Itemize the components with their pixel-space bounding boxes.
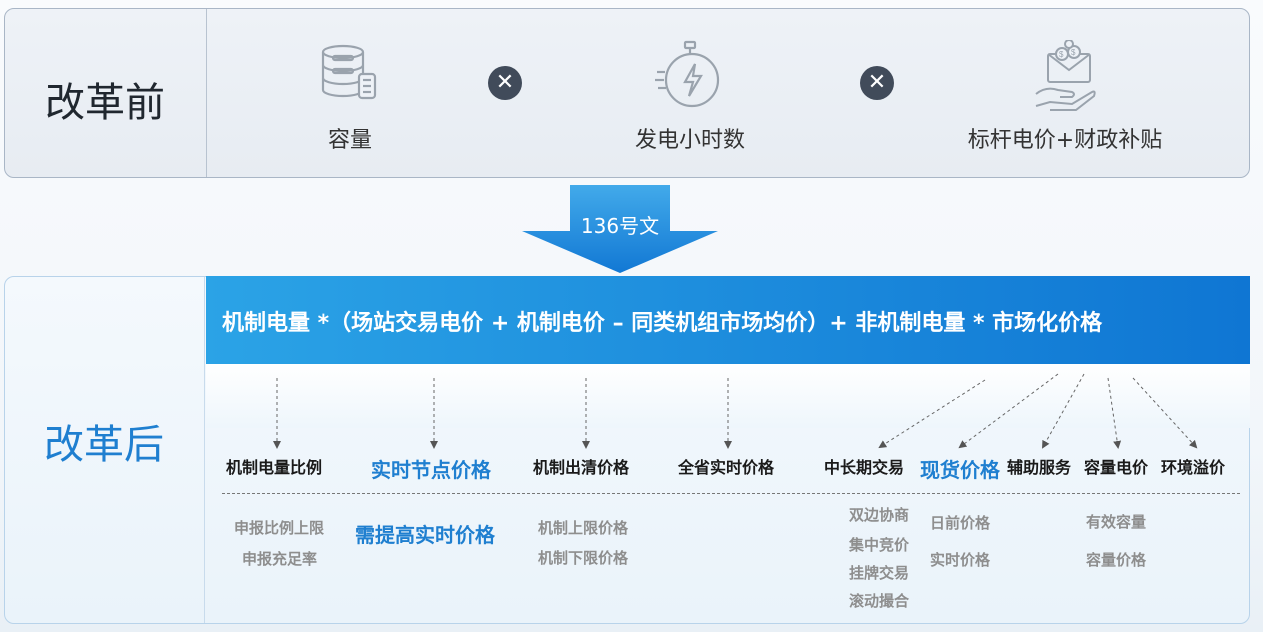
multiply-icon: ✕ xyxy=(488,66,522,100)
sub-item: 实时价格 xyxy=(930,551,991,569)
component-spot-price: 现货价格 xyxy=(920,458,1000,482)
formula-text: 机制电量 *（场站交易电价 + 机制电价 – 同类机组市场均价）+ 非机制电量 … xyxy=(222,311,1103,336)
dashed-separator xyxy=(222,493,1240,494)
factor-generation-hours-label: 发电小时数 xyxy=(634,128,745,153)
sub-item: 申报比例上限 xyxy=(234,519,325,537)
sub-item: 有效容量 xyxy=(1086,513,1147,531)
component-environmental-premium: 环境溢价 xyxy=(1161,458,1226,477)
money-hand-icon: $ $ xyxy=(1032,39,1102,111)
policy-document-label: 136号文 xyxy=(580,214,660,238)
before-reform-label: 改革前 xyxy=(45,80,165,126)
component-mechanism-ratio: 机制电量比例 xyxy=(226,458,323,477)
sub-item: 滚动撮合 xyxy=(849,592,910,610)
sub-item: 申报充足率 xyxy=(242,550,318,568)
sub-item-highlight: 需提高实时价格 xyxy=(355,523,495,547)
component-province-realtime-price: 全省实时价格 xyxy=(678,458,775,477)
panel-divider xyxy=(204,277,205,623)
sub-item: 容量价格 xyxy=(1086,551,1147,569)
factor-benchmark-price-label: 标杆电价+财政补贴 xyxy=(967,128,1163,153)
before-reform-panel xyxy=(4,8,1250,178)
after-reform-label: 改革后 xyxy=(44,422,164,468)
formula-banner xyxy=(206,276,1250,364)
sub-item: 挂牌交易 xyxy=(849,564,910,582)
svg-text:$: $ xyxy=(1059,50,1064,59)
component-ancillary-services: 辅助服务 xyxy=(1007,458,1072,477)
factor-capacity-label: 容量 xyxy=(327,128,372,153)
sub-item: 机制上限价格 xyxy=(538,519,629,537)
stopwatch-lightning-icon xyxy=(655,40,725,110)
sub-item: 日前价格 xyxy=(930,514,991,532)
sub-item: 集中竞价 xyxy=(849,536,910,554)
panel-divider xyxy=(206,9,207,177)
down-arrow-icon xyxy=(522,185,718,273)
component-capacity-price: 容量电价 xyxy=(1084,458,1149,477)
sub-item: 双边协商 xyxy=(849,506,910,524)
database-icon xyxy=(315,40,385,110)
component-realtime-node-price: 实时节点价格 xyxy=(371,458,491,482)
svg-text:$: $ xyxy=(1071,48,1076,57)
multiply-icon: ✕ xyxy=(860,66,894,100)
sub-item: 机制下限价格 xyxy=(538,549,629,567)
component-mid-long-term-trade: 中长期交易 xyxy=(824,458,905,477)
component-mechanism-clearing-price: 机制出清价格 xyxy=(533,458,630,477)
